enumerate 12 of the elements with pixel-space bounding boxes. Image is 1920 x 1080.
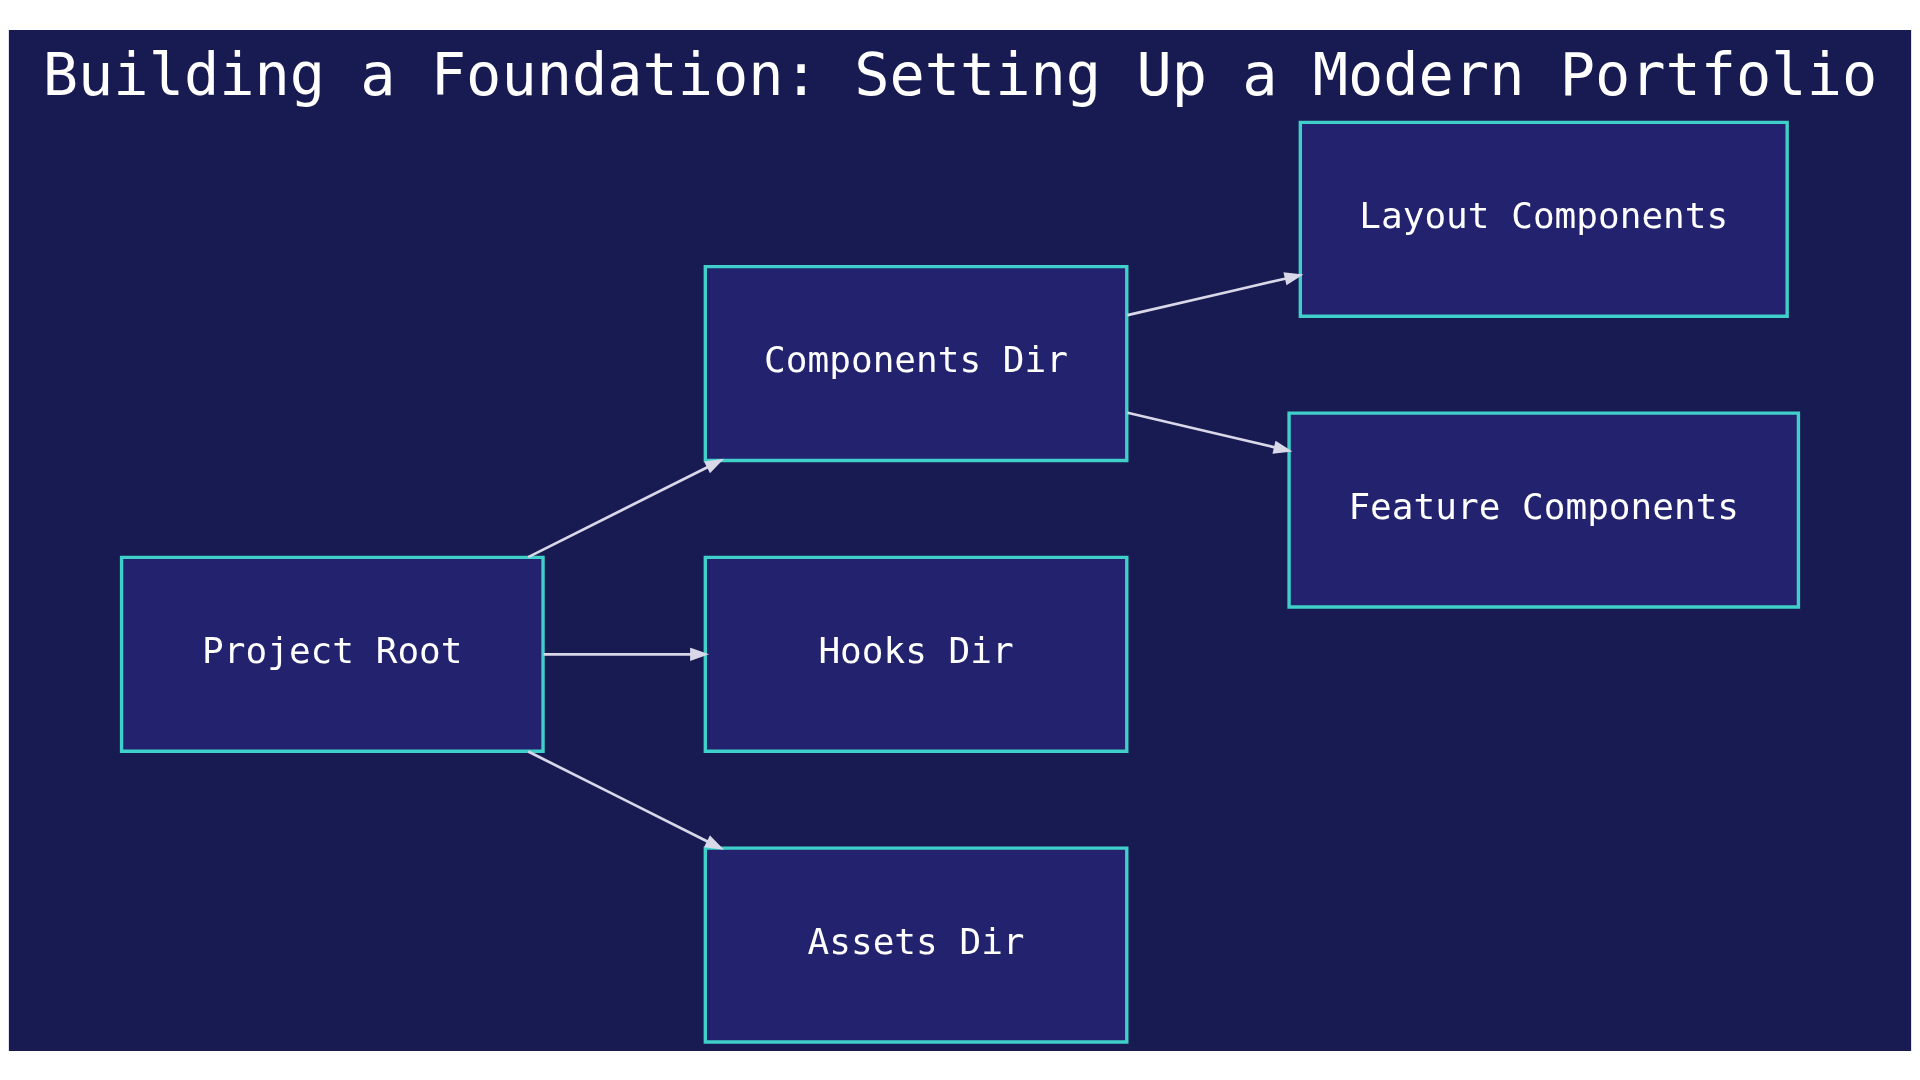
arrow: [1127, 410, 1293, 454]
node-box: Hooks Dir: [703, 555, 1129, 753]
node-box: Project Root: [119, 555, 545, 753]
arrow: [543, 647, 710, 661]
node-box: Feature Components: [1287, 410, 1801, 609]
node-box: Components Dir: [703, 264, 1129, 462]
node-box: Assets Dir: [703, 845, 1129, 1044]
node-box: Layout Components: [1298, 120, 1789, 318]
diagram-title: Building a Foundation: Setting Up a Modern Portfolio: [42, 40, 1878, 109]
arrow: [527, 458, 724, 558]
arrow: [527, 749, 724, 850]
arrow: [1127, 271, 1304, 316]
